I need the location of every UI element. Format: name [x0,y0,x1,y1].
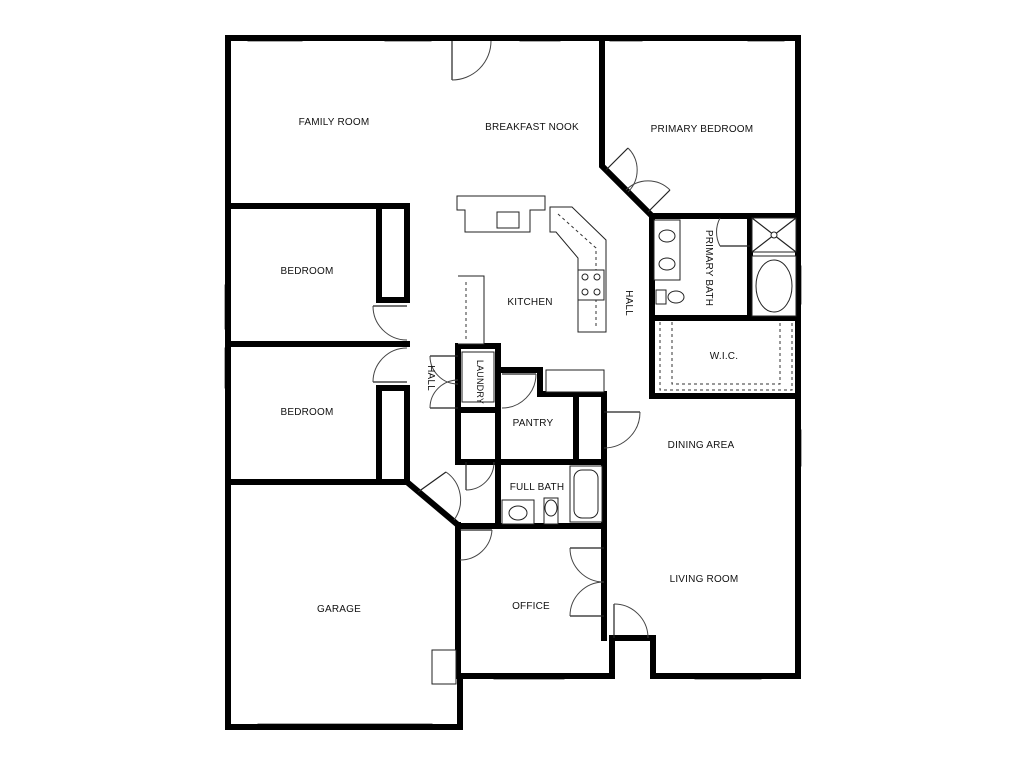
label-breakfast-nook: BREAKFAST NOOK [485,122,579,133]
label-hall-left: HALL [425,365,436,391]
exterior-walls [225,35,801,730]
label-primary-bedroom: PRIMARY BEDROOM [651,124,754,135]
windows [224,35,802,730]
doors [372,40,750,685]
label-primary-bath: PRIMARY BATH [703,230,714,306]
label-full-bath: FULL BATH [510,482,565,493]
interior-walls [225,35,801,679]
label-pantry: PANTRY [513,418,554,429]
label-laundry: LAUNDRY [475,360,485,404]
label-family-room: FAMILY ROOM [299,117,370,128]
laundry-appliances [461,351,495,403]
label-dining-area: DINING AREA [668,440,735,451]
full-bath-fixtures [501,465,603,525]
label-wic: W.I.C. [710,351,738,362]
label-bedroom-1: BEDROOM [280,266,333,277]
primary-bath-fixtures [653,217,797,391]
room-labels: FAMILY ROOM BREAKFAST NOOK PRIMARY BEDRO… [280,117,753,615]
label-garage: GARAGE [317,604,361,615]
label-living-room: LIVING ROOM [670,574,739,585]
kitchen-cabinets [456,195,607,393]
label-bedroom-2: BEDROOM [280,407,333,418]
label-office: OFFICE [512,601,550,612]
label-hall-center: HALL [623,290,634,316]
label-kitchen: KITCHEN [507,297,552,308]
